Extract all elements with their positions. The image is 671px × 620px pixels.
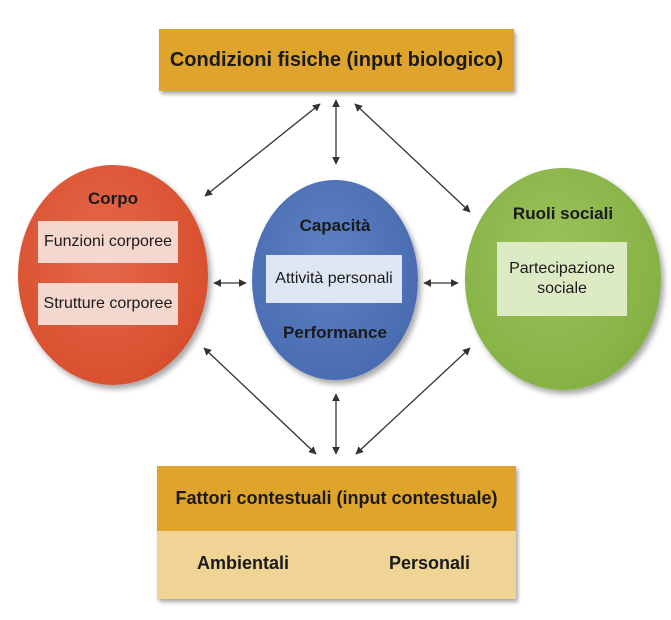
arrow-right-bottom: [355, 347, 471, 455]
environmental-label: Ambientali: [197, 553, 290, 573]
physical-conditions-box: Condizioni fisiche (input biologico): [159, 29, 514, 91]
body-functions-label: Funzioni corporee: [43, 233, 173, 250]
contextual-factors-title: Fattori contestuali (input contestuale): [175, 488, 498, 508]
social-roles-circle: Ruoli sociali Partecipazione sociale: [465, 168, 661, 390]
arrow-top-right: [354, 103, 471, 213]
arrow-top-left: [204, 103, 321, 197]
contextual-factors-box: Fattori contestuali (input contestuale) …: [157, 466, 516, 599]
social-roles-title: Ruoli sociali: [512, 204, 614, 223]
performance-label: Performance: [283, 323, 387, 342]
personal-label: Personali: [389, 553, 471, 573]
body-functions-box: Funzioni corporee: [38, 221, 178, 263]
body-circle: Corpo Funzioni corporee Strutture corpor…: [18, 165, 208, 385]
social-participation-label: Partecipazione sociale: [509, 260, 615, 297]
social-participation-box: Partecipazione sociale: [497, 242, 627, 316]
contextual-factors-header: Fattori contestuali (input contestuale): [157, 466, 516, 531]
body-structures-label: Strutture corporee: [43, 295, 173, 312]
body-circle-title: Corpo: [87, 189, 139, 208]
physical-conditions-label: Condizioni fisiche (input biologico): [169, 48, 504, 71]
contextual-factors-body: Ambientali Personali: [157, 531, 516, 599]
activity-circle: Capacità Attività personali Performance: [252, 180, 418, 380]
personal-activities-box: Attività personali: [266, 255, 402, 303]
capacity-label: Capacità: [299, 216, 371, 235]
arrow-left-bottom: [203, 347, 317, 455]
body-structures-box: Strutture corporee: [38, 283, 178, 325]
personal-activities-label: Attività personali: [275, 270, 393, 287]
